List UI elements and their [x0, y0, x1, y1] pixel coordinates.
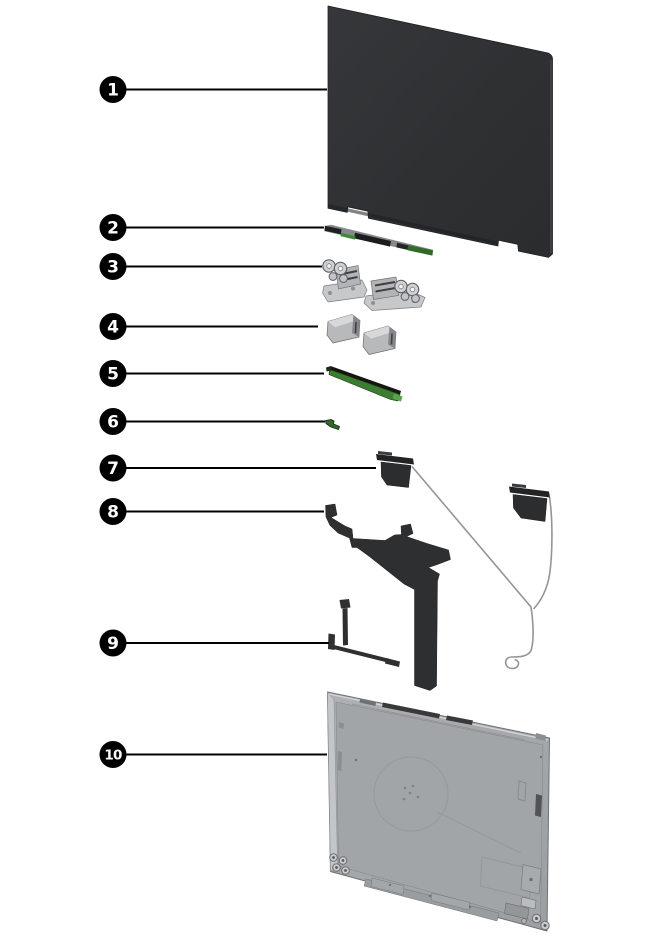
back-cover-slot-dark-2	[446, 715, 473, 725]
display-panel-bottom-shade	[328, 204, 498, 245]
callout-number: 4	[107, 318, 119, 338]
hinge-kit	[322, 259, 426, 311]
callout-circle	[99, 214, 127, 241]
callout-circle	[99, 629, 127, 657]
back-cover-right-dark-bar	[535, 794, 542, 817]
hinge-right-rings	[394, 279, 420, 303]
hinge-covers	[326, 314, 397, 355]
back-cover	[327, 691, 550, 932]
back-cover-left-slot	[337, 751, 342, 771]
callout-10: 10	[99, 741, 327, 768]
callout-4: 4	[99, 313, 318, 340]
back-cover-screw-bosses-left	[329, 853, 350, 875]
callout-number: 10	[104, 747, 122, 763]
hinge-cover-left	[326, 314, 361, 344]
camera-board-tip	[392, 393, 403, 402]
back-cover-edge-screws	[354, 755, 543, 909]
callout-9: 9	[99, 629, 329, 657]
wireless-antennas	[376, 451, 553, 670]
back-cover-left-slot-small	[338, 722, 344, 729]
sensor-strip-chip-middle	[354, 232, 391, 247]
callout-number: 9	[107, 634, 119, 654]
camera-board-top-edge	[329, 366, 401, 395]
back-cover-slot-dark-1	[382, 702, 440, 719]
sensor-strip	[324, 224, 433, 256]
callout-circle	[99, 454, 127, 482]
hinge-left	[322, 259, 368, 303]
connector-board	[325, 419, 340, 430]
callout-circle	[99, 76, 127, 103]
back-cover-bottom-tab-1	[370, 877, 405, 895]
callout-circle	[99, 313, 127, 340]
back-cover-slot-gray	[359, 699, 376, 706]
antenna-cable-left	[411, 465, 534, 670]
display-cable	[325, 503, 451, 691]
callout-1: 1	[99, 76, 327, 103]
callout-number: 5	[107, 365, 119, 385]
callout-circle	[99, 498, 127, 525]
back-cover-center-circle	[373, 756, 449, 832]
back-cover-inner-face	[335, 701, 544, 924]
callout-7: 7	[99, 454, 376, 482]
back-cover-right-slot	[517, 780, 527, 802]
antenna-cable-right	[532, 496, 553, 610]
back-cover-bottom-outline	[480, 856, 532, 899]
callout-circle	[99, 408, 127, 435]
callout-3: 3	[99, 253, 322, 280]
antenna-left	[376, 451, 414, 488]
callout-circle	[99, 741, 127, 768]
display-panel-face	[327, 5, 553, 258]
camera-board-left-nub	[326, 366, 332, 372]
back-cover-crease	[436, 811, 522, 854]
back-cover-top-right-notch	[535, 733, 546, 741]
callout-circle	[99, 360, 127, 387]
callout-number: 3	[107, 258, 119, 278]
callout-layer: 1 2 3 4 5 6 7 8 9 10	[99, 76, 376, 768]
callout-8: 8	[99, 498, 324, 525]
hinge-left-rings	[322, 259, 348, 283]
callout-number: 6	[107, 413, 119, 433]
antenna-right	[509, 483, 550, 522]
back-cover-screw-dots	[402, 784, 420, 801]
callout-5: 5	[99, 360, 324, 387]
hinge-cover-right	[362, 325, 397, 355]
callout-number: 2	[107, 219, 119, 239]
sensor-strip-pcb-middle	[340, 232, 356, 240]
back-cover-hinge-mount-right	[504, 896, 550, 931]
display-panel	[327, 5, 553, 258]
callout-number: 1	[107, 81, 119, 101]
back-cover-top-channel	[351, 703, 526, 741]
sensor-strip-pcb-right	[407, 245, 433, 256]
callout-6: 6	[99, 408, 325, 435]
callout-number: 8	[107, 503, 119, 523]
callout-circle	[99, 253, 127, 280]
callout-number: 7	[107, 459, 119, 479]
back-cover-bottom-tab-2	[430, 892, 471, 911]
sensor-strip-chip-small	[396, 242, 409, 250]
hinge-right	[363, 276, 426, 311]
callout-2: 2	[99, 214, 324, 241]
camera-board-body	[328, 369, 401, 402]
sensor-cable	[328, 599, 400, 667]
sensor-strip-connector-left	[324, 225, 342, 235]
camera-board	[326, 366, 403, 402]
